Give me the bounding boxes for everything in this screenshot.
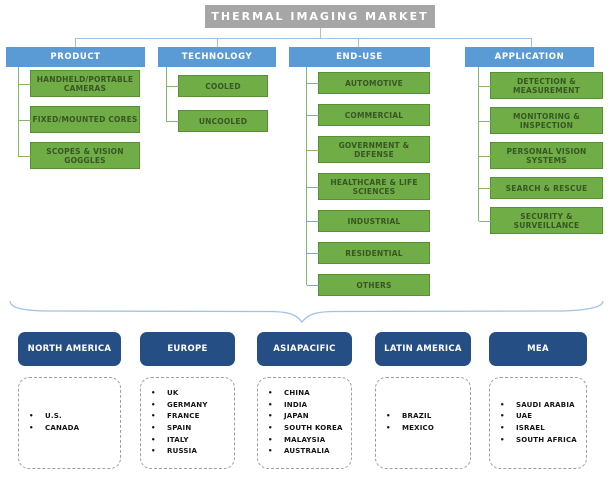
branch-rail: [478, 67, 479, 221]
category-box-product: PRODUCT: [6, 47, 145, 67]
connector-drop-product: [75, 38, 76, 47]
country-item: ISRAEL: [490, 423, 586, 435]
country-item: SOUTH KOREA: [258, 423, 351, 435]
category-box-technology: TECHNOLOGY: [158, 47, 276, 67]
branch-end-use: AUTOMOTIVE COMMERCIAL GOVERNMENT & DEFEN…: [307, 72, 430, 296]
region-column-asiapacific: ASIAPACIFIC CHINA INDIA JAPAN SOUTH KORE…: [257, 332, 352, 469]
country-list-asiapacific: CHINA INDIA JAPAN SOUTH KOREA MALAYSIA A…: [257, 377, 352, 469]
branch-rail: [18, 67, 19, 157]
branch-application: DETECTION & MEASUREMENT MONITORING & INS…: [479, 72, 603, 234]
country-item: UAE: [490, 411, 586, 423]
region-column-mea: MEA SAUDI ARABIA UAE ISRAEL SOUTH AFRICA: [489, 332, 587, 469]
region-box-asiapacific: ASIAPACIFIC: [257, 332, 352, 366]
region-column-north-america: NORTH AMERICA U.S. CANADA: [18, 332, 121, 469]
region-box-north-america: NORTH AMERICA: [18, 332, 121, 366]
connector-drop-enduse: [358, 38, 359, 47]
region-box-mea: MEA: [489, 332, 587, 366]
segment-box-others: OTHERS: [307, 274, 430, 296]
region-column-europe: EUROPE UK GERMANY FRANCE SPAIN ITALY RUS…: [140, 332, 235, 469]
country-item: CHINA: [258, 388, 351, 400]
country-item: SOUTH AFRICA: [490, 435, 586, 447]
segment-box-search-rescue: SEARCH & RESCUE: [479, 177, 603, 199]
country-item: U.S.: [19, 411, 120, 423]
branch-rail: [166, 67, 167, 122]
connector-title-drop: [320, 28, 321, 39]
category-box-application: APPLICATION: [465, 47, 594, 67]
connector-horizontal: [75, 38, 531, 39]
segment-box-personal-vision-systems: PERSONAL VISION SYSTEMS: [479, 142, 603, 169]
segment-box-government-defense: GOVERNMENT & DEFENSE: [307, 136, 430, 163]
column-end-use: END-USE AUTOMOTIVE COMMERCIAL GOVERNMENT…: [289, 47, 430, 306]
segment-box-monitoring-inspection: MONITORING & INSPECTION: [479, 107, 603, 134]
brace-icon: [9, 300, 604, 324]
country-item: SAUDI ARABIA: [490, 400, 586, 412]
country-item: UK: [141, 388, 234, 400]
connector-drop-technology: [217, 38, 218, 47]
segment-box-uncooled: UNCOOLED: [167, 110, 268, 132]
country-item: RUSSIA: [141, 446, 234, 458]
region-box-europe: EUROPE: [140, 332, 235, 366]
segment-box-scopes-vision-goggles: SCOPES & VISION GOGGLES: [19, 142, 140, 169]
segment-box-residential: RESIDENTIAL: [307, 242, 430, 264]
country-item: MEXICO: [376, 423, 470, 435]
column-product: PRODUCT HANDHELD/PORTABLE CAMERAS FIXED/…: [6, 47, 145, 178]
segment-box-healthcare-life-sciences: HEALTHCARE & LIFE SCIENCES: [307, 173, 430, 200]
country-item: FRANCE: [141, 411, 234, 423]
connector-drop-application: [531, 38, 532, 47]
country-item: AUSTRALIA: [258, 446, 351, 458]
country-item: CANADA: [19, 423, 120, 435]
segment-box-handheld-portable-cameras: HANDHELD/PORTABLE CAMERAS: [19, 70, 140, 97]
country-list-europe: UK GERMANY FRANCE SPAIN ITALY RUSSIA: [140, 377, 235, 469]
column-application: APPLICATION DETECTION & MEASUREMENT MONI…: [465, 47, 603, 242]
segment-box-detection-measurement: DETECTION & MEASUREMENT: [479, 72, 603, 99]
diagram-title: THERMAL IMAGING MARKET: [205, 5, 435, 28]
branch-product: HANDHELD/PORTABLE CAMERAS FIXED/MOUNTED …: [19, 70, 140, 169]
country-item: ITALY: [141, 435, 234, 447]
country-item: INDIA: [258, 400, 351, 412]
country-item: BRAZIL: [376, 411, 470, 423]
segment-box-commercial: COMMERCIAL: [307, 104, 430, 126]
country-item: SPAIN: [141, 423, 234, 435]
segment-box-industrial: INDUSTRIAL: [307, 210, 430, 232]
country-item: MALAYSIA: [258, 435, 351, 447]
category-box-end-use: END-USE: [289, 47, 430, 67]
branch-technology: COOLED UNCOOLED: [167, 75, 268, 132]
segment-box-security-surveillance: SECURITY & SURVEILLANCE: [479, 207, 603, 234]
country-list-mea: SAUDI ARABIA UAE ISRAEL SOUTH AFRICA: [489, 377, 587, 469]
region-box-latin-america: LATIN AMERICA: [375, 332, 471, 366]
segment-box-automotive: AUTOMOTIVE: [307, 72, 430, 94]
column-technology: TECHNOLOGY COOLED UNCOOLED: [158, 47, 276, 145]
country-item: JAPAN: [258, 411, 351, 423]
segment-box-fixed-mounted-cores: FIXED/MOUNTED CORES: [19, 106, 140, 133]
segment-box-cooled: COOLED: [167, 75, 268, 97]
branch-rail: [306, 67, 307, 285]
region-column-latin-america: LATIN AMERICA BRAZIL MEXICO: [375, 332, 471, 469]
country-item: GERMANY: [141, 400, 234, 412]
country-list-latin-america: BRAZIL MEXICO: [375, 377, 471, 469]
country-list-north-america: U.S. CANADA: [18, 377, 121, 469]
